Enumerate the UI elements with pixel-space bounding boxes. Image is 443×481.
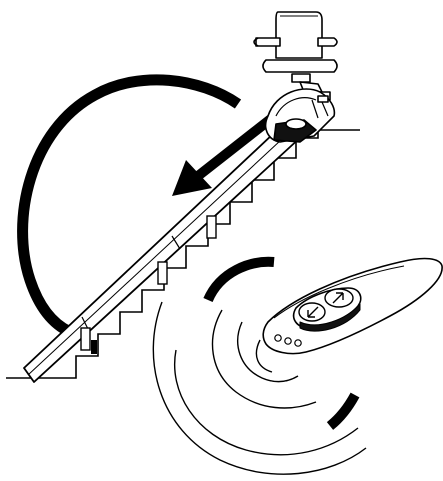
remote-up-button xyxy=(325,289,353,307)
stairlift-chair-icon xyxy=(254,12,337,142)
stair-rail-icon xyxy=(24,118,302,382)
remote-down-button xyxy=(299,303,325,321)
remote-control-icon xyxy=(263,259,442,354)
